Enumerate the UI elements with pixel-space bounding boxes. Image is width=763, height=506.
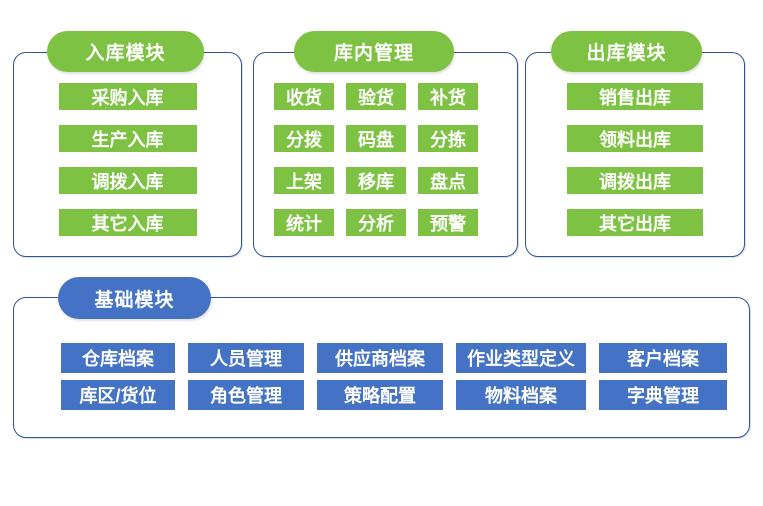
diagram-box-sales-outbound: 销售出库 bbox=[567, 83, 703, 110]
outbound-item-list: 销售出库 领料出库 调拨出库 其它出库 bbox=[526, 53, 744, 236]
panel-outbound-module: 销售出库 领料出库 调拨出库 其它出库 bbox=[525, 52, 745, 257]
diagram-box-strategy-config: 策略配置 bbox=[317, 380, 443, 410]
diagram-box-dictionary: 字典管理 bbox=[599, 380, 727, 410]
diagram-box-allocation: 分拨 bbox=[274, 125, 334, 152]
diagram-box-analysis: 分析 bbox=[346, 209, 406, 236]
diagram-box-other-outbound: 其它出库 bbox=[567, 209, 703, 236]
diagram-box-stocktake: 盘点 bbox=[418, 167, 478, 194]
diagram-box-role-management: 角色管理 bbox=[188, 380, 304, 410]
diagram-box-receiving: 收货 bbox=[274, 83, 334, 110]
inbound-item-list: 采购入库 生产入库 调拨入库 其它入库 bbox=[14, 53, 241, 236]
base-item-rows: 仓库档案 人员管理 供应商档案 作业类型定义 客户档案 库区/货位 角色管理 策… bbox=[14, 298, 749, 410]
module-header-outbound: 出库模块 bbox=[551, 31, 702, 72]
diagram-box-statistics: 统计 bbox=[274, 209, 334, 236]
diagram-box-purchase-inbound: 采购入库 bbox=[58, 83, 197, 110]
module-header-inwarehouse: 库内管理 bbox=[294, 31, 454, 72]
module-header-inbound: 入库模块 bbox=[47, 31, 204, 72]
diagram-box-palletize: 码盘 bbox=[346, 125, 406, 152]
diagram-box-warning: 预警 bbox=[418, 209, 478, 236]
diagram-box-picking-outbound: 领料出库 bbox=[567, 125, 703, 152]
diagram-box-putaway: 上架 bbox=[274, 167, 334, 194]
inwarehouse-item-grid: 收货 验货 补货 分拨 码盘 分拣 上架 移库 盘点 统计 分析 预警 bbox=[254, 53, 517, 236]
diagram-box-supplier-archive: 供应商档案 bbox=[317, 343, 443, 373]
diagram-box-material-archive: 物料档案 bbox=[456, 380, 586, 410]
diagram-box-transfer-outbound: 调拨出库 bbox=[567, 167, 703, 194]
panel-inbound-module: 采购入库 生产入库 调拨入库 其它入库 bbox=[13, 52, 242, 257]
diagram-box-replenish: 补货 bbox=[418, 83, 478, 110]
diagram-box-inspection: 验货 bbox=[346, 83, 406, 110]
diagram-box-zone-location: 库区/货位 bbox=[61, 380, 175, 410]
diagram-box-transfer-inbound: 调拨入库 bbox=[58, 167, 197, 194]
diagram-box-production-inbound: 生产入库 bbox=[58, 125, 197, 152]
panel-base-module: 仓库档案 人员管理 供应商档案 作业类型定义 客户档案 库区/货位 角色管理 策… bbox=[13, 297, 750, 438]
base-row-2: 库区/货位 角色管理 策略配置 物料档案 字典管理 bbox=[61, 380, 749, 410]
diagram-box-warehouse-archive: 仓库档案 bbox=[61, 343, 175, 373]
base-row-1: 仓库档案 人员管理 供应商档案 作业类型定义 客户档案 bbox=[61, 343, 749, 373]
module-header-base: 基础模块 bbox=[58, 277, 211, 319]
panel-inwarehouse-management: 收货 验货 补货 分拨 码盘 分拣 上架 移库 盘点 统计 分析 预警 bbox=[253, 52, 518, 257]
diagram-box-move-stock: 移库 bbox=[346, 167, 406, 194]
diagram-box-staff-management: 人员管理 bbox=[188, 343, 304, 373]
diagram-box-other-inbound: 其它入库 bbox=[58, 209, 197, 236]
diagram-box-operation-type: 作业类型定义 bbox=[456, 343, 586, 373]
diagram-box-sorting: 分拣 bbox=[418, 125, 478, 152]
diagram-box-customer-archive: 客户档案 bbox=[599, 343, 727, 373]
